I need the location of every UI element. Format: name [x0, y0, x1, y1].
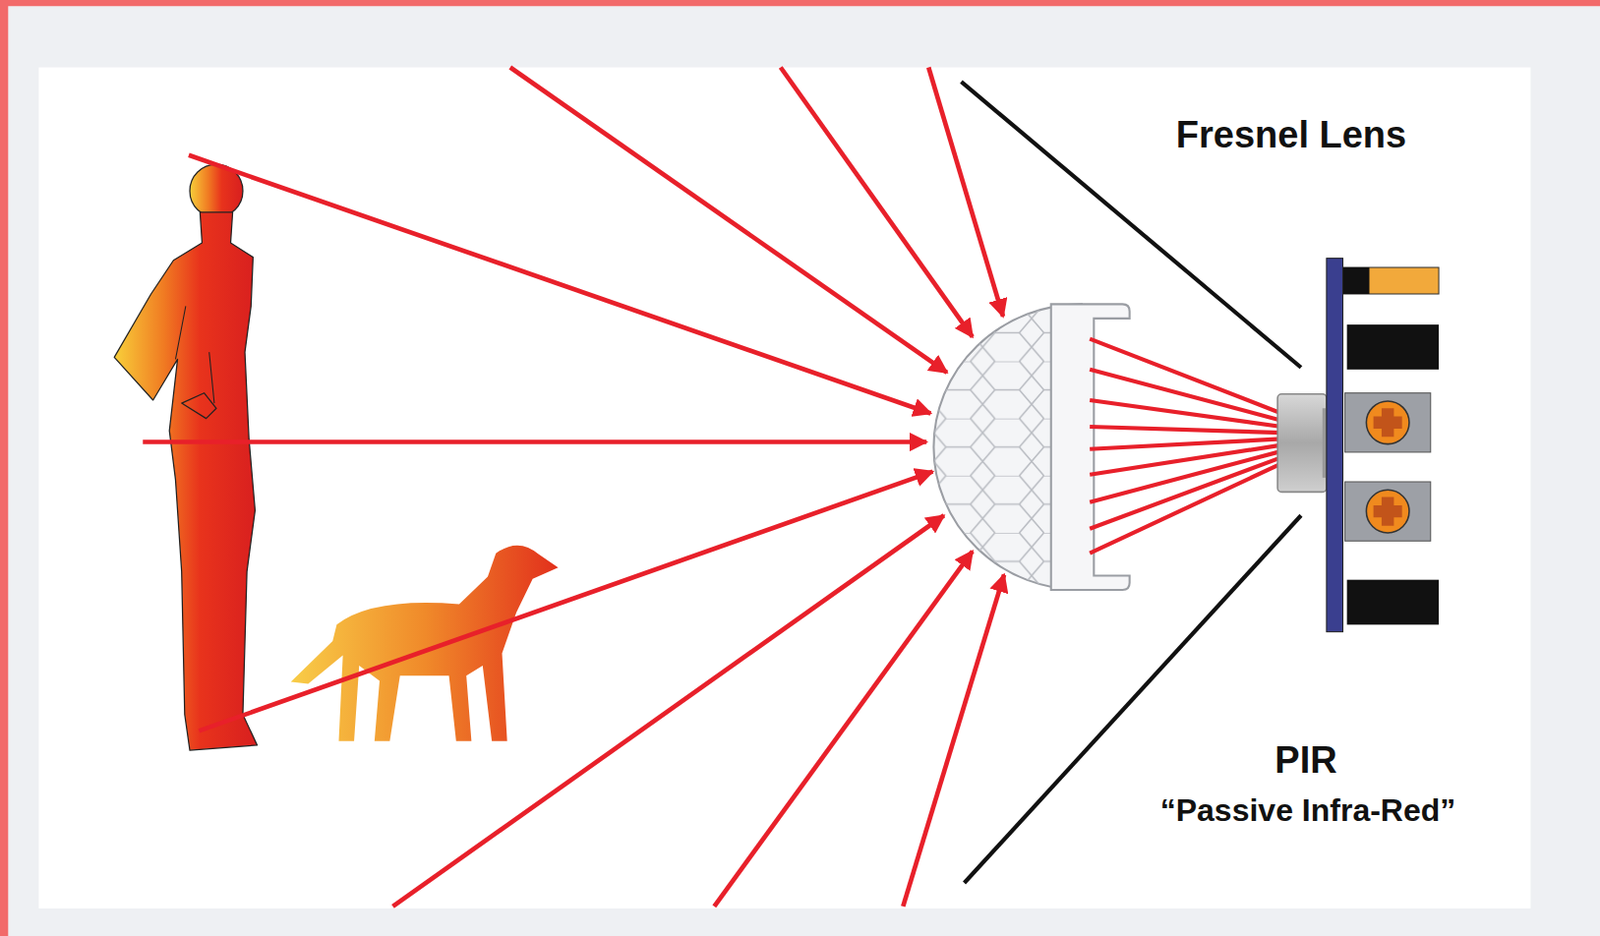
- dog-silhouette: [291, 545, 559, 742]
- sensor-subtitle: “Passive Infra-Red”: [1160, 792, 1457, 830]
- focused-ray: [1089, 339, 1282, 554]
- lens-label: Fresnel Lens: [1176, 114, 1407, 157]
- person-silhouette: [114, 164, 257, 751]
- pir-sensor-board: [1277, 258, 1439, 633]
- infrared-ray: [142, 67, 1005, 907]
- sensor-label: PIR: [1274, 739, 1337, 782]
